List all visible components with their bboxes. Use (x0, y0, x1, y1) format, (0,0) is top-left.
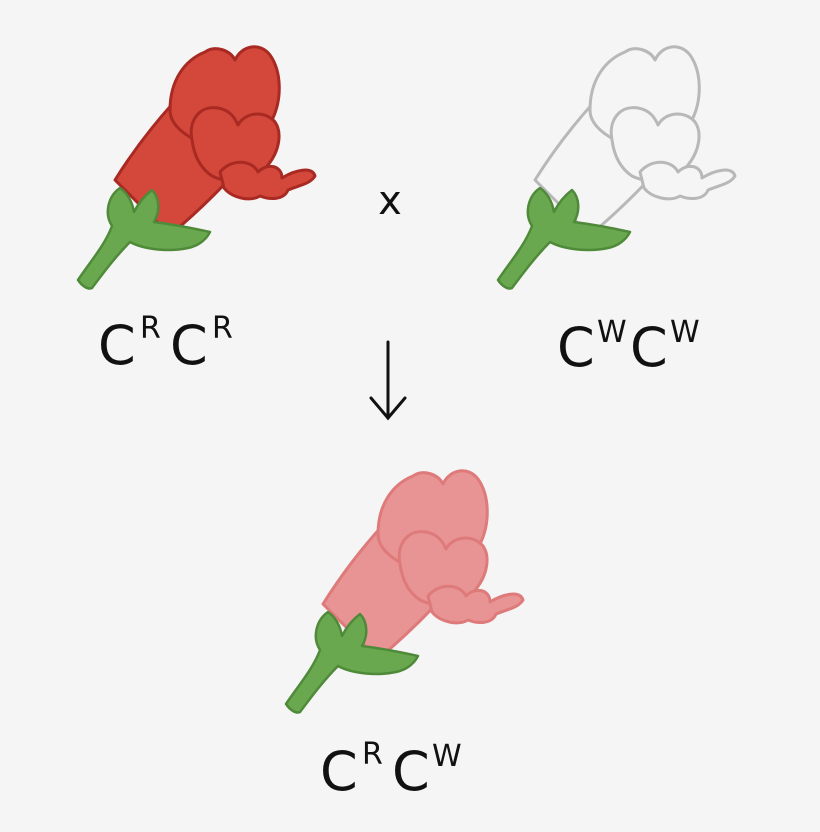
red-flower (76, 45, 317, 290)
allele-superscript: R (212, 311, 233, 346)
red-parent-genotype: C R C R (98, 311, 233, 377)
allele-superscript: W (597, 315, 627, 350)
cross-symbol-text: x (378, 178, 402, 224)
allele-base: C (170, 314, 208, 377)
allele-base: C (98, 314, 136, 377)
offspring-genotype: C R C W (320, 737, 462, 803)
allele-base: C (630, 316, 668, 379)
allele-base: C (320, 740, 358, 803)
pink-flower (284, 469, 525, 714)
allele-superscript: W (432, 739, 462, 774)
allele-base: C (557, 316, 595, 379)
allele-superscript: W (670, 315, 700, 350)
allele-superscript: R (140, 311, 161, 346)
cross-symbol: x (378, 178, 402, 224)
allele-superscript: R (362, 737, 383, 772)
white-parent-genotype: C W C W (557, 315, 700, 379)
white-flower (496, 45, 737, 290)
allele-base: C (392, 740, 430, 803)
down-arrow-icon (369, 340, 407, 421)
